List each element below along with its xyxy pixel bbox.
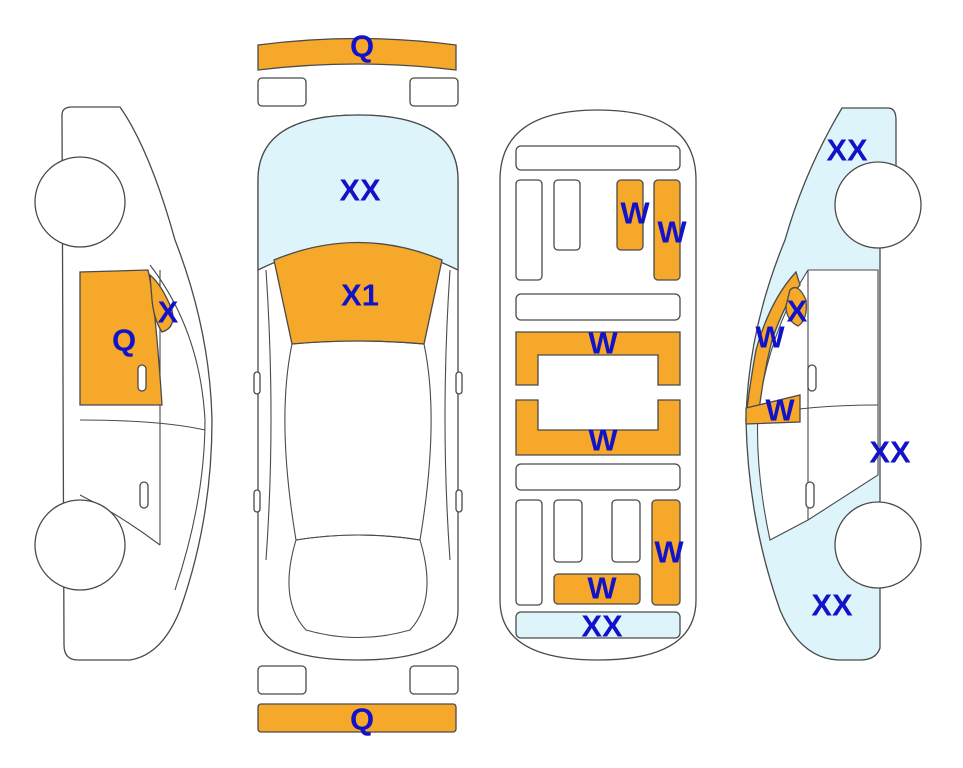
right-side-crease — [444, 269, 451, 561]
label-left-front-door: Q — [112, 323, 136, 358]
label-right-side: XX — [869, 435, 911, 470]
right-fender-panel — [785, 286, 807, 327]
left-side-view: Q X — [34, 106, 213, 661]
left-upper-handle — [137, 364, 147, 392]
label-right-front: XX — [826, 133, 868, 168]
label-floor-middle-top: W — [588, 326, 618, 361]
front-light-left — [257, 77, 307, 107]
top-view: Q XX X1 Q — [253, 29, 463, 737]
floor-middle-frame-bottom — [515, 399, 681, 456]
floor-view: W W W W W W XX — [499, 109, 697, 661]
floor-bottom-left-c — [611, 499, 641, 563]
label-hood: XX — [339, 173, 381, 208]
left-front-fender-panel — [149, 273, 174, 333]
floor-top-left-b — [553, 179, 581, 251]
label-front-bumper: Q — [350, 29, 374, 64]
label-floor-bottom-right: W — [654, 535, 684, 570]
right-pillar-lower-panel — [745, 394, 801, 425]
left-front-wheel — [34, 156, 126, 248]
label-floor-top-right-a: W — [620, 196, 650, 231]
right-upper-handle — [807, 364, 817, 392]
floor-outline — [499, 109, 697, 661]
label-floor-bottom-strip: XX — [581, 609, 623, 644]
floor-bottom-strip — [515, 611, 681, 639]
rear-window — [288, 534, 428, 638]
floor-bottom-left-a — [515, 499, 543, 606]
left-lower-handle — [139, 481, 149, 509]
rear-light-left — [257, 665, 307, 695]
right-rear-mirror — [455, 489, 463, 513]
label-left-front-fender: X — [158, 295, 179, 330]
right-mirror — [455, 371, 463, 395]
left-roofline — [149, 264, 206, 591]
floor-top-left-a — [515, 179, 543, 281]
right-side-view: XX X W W XX XX — [745, 107, 922, 661]
floor-top-bar — [515, 145, 681, 171]
floor-bottom-left-b — [553, 499, 583, 563]
floor-bottom-right — [651, 499, 681, 606]
right-front-wheel — [834, 161, 922, 249]
front-bumper — [257, 37, 457, 71]
label-floor-top-right-b: W — [657, 215, 687, 250]
right-rear-wheel — [834, 501, 922, 589]
label-windshield: X1 — [341, 278, 379, 313]
floor-bottom-center — [553, 573, 641, 605]
rear-bumper — [257, 703, 457, 733]
label-rear-bumper: Q — [350, 702, 374, 737]
left-sill-line — [79, 419, 206, 431]
label-right-pillar-lower: W — [765, 393, 795, 428]
floor-middle-frame-top — [515, 331, 681, 386]
rear-light-right — [409, 665, 459, 695]
left-side-crease — [265, 269, 272, 561]
label-floor-bottom-center: W — [587, 571, 617, 606]
floor-mid-bar-top — [515, 293, 681, 321]
label-right-fender: X — [787, 294, 808, 329]
label-floor-middle-bottom: W — [588, 423, 618, 458]
left-rear-wheel — [34, 499, 126, 591]
label-right-pillar-upper: W — [755, 320, 785, 355]
front-light-right — [409, 77, 459, 107]
floor-mid-bar-bottom — [515, 463, 681, 491]
right-lower-handle — [805, 481, 815, 509]
floor-top-right-a — [616, 179, 644, 251]
floor-top-right-b — [653, 179, 681, 281]
left-door-line — [79, 494, 161, 546]
label-right-rear: XX — [811, 588, 853, 623]
left-mirror — [253, 371, 261, 395]
left-rear-mirror — [253, 489, 261, 513]
